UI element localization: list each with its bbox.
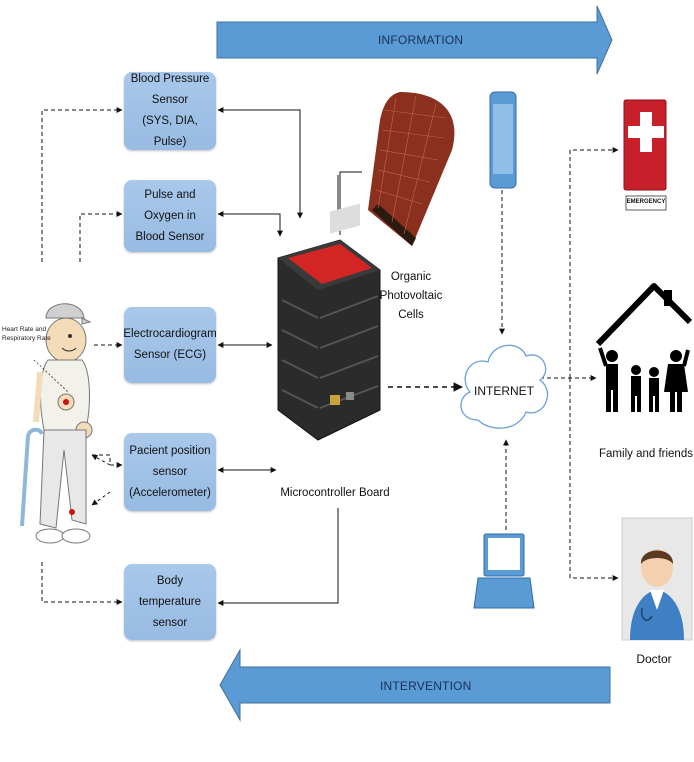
patient-figure (20, 303, 93, 544)
emergency-icon (623, 99, 667, 211)
information-banner-label: INFORMATION (378, 33, 464, 47)
information-banner (216, 5, 613, 75)
internet-label: INTERNET (474, 384, 534, 398)
internet-cloud-icon (460, 344, 549, 429)
family-house-icon (595, 283, 693, 412)
blood-pressure-sensor: Blood Pressure Sensor (SYS, DIA, Pulse) (124, 72, 216, 150)
intervention-banner-label: INTERVENTION (380, 679, 472, 693)
microcontroller-board-image (277, 203, 381, 441)
patient-feedback-arrows (91, 454, 111, 506)
doctor-label: Doctor (636, 652, 672, 666)
emergency-label: EMERGENCY (626, 199, 666, 205)
photovoltaic-cells-label: Organic Photovoltaic Cells (379, 271, 443, 321)
laptop-icon (473, 533, 535, 609)
family-friends-label: Family and friends (599, 448, 693, 460)
pulse-oxygen-sensor: Pulse and Oxygen in Blood Sensor (124, 180, 216, 252)
body-temperature-sensor: Body temperature sensor (124, 564, 216, 640)
intervention-banner (219, 648, 611, 722)
smartphone-icon (489, 91, 517, 189)
position-sensor: Pacient position sensor (Accelerometer) (124, 433, 216, 511)
ecg-sensor: Electrocardiogram Sensor (ECG) (123, 307, 217, 383)
patient-vitals-label: Heart Rate and Respiratory Rate (2, 326, 51, 342)
microcontroller-board-label: Microcontroller Board (280, 487, 390, 499)
sensor-board-links (217, 107, 362, 606)
internet-outputs (540, 147, 619, 581)
doctor-icon (621, 517, 693, 641)
patient-dashed-links (41, 107, 123, 605)
photovoltaic-cells-image (368, 92, 455, 246)
